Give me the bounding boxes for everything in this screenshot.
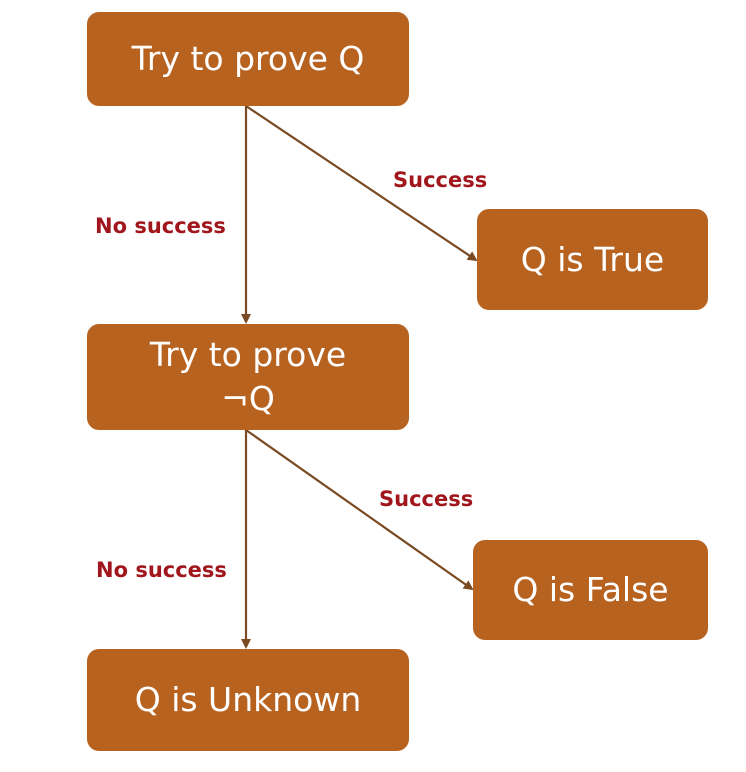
node-q-is-unknown: Q is Unknown — [87, 649, 409, 751]
node-label: Try to prove Q — [131, 39, 365, 78]
node-label-line-2: ¬Q — [221, 379, 275, 418]
arrow-prove-not-q-to-q-false — [245, 429, 474, 591]
node-q-is-false: Q is False — [473, 540, 708, 640]
node-label: Q is False — [512, 570, 669, 609]
edge-label-success: Success — [393, 168, 488, 192]
node-try-to-prove-not-q: Try to prove ¬Q — [87, 324, 409, 430]
node-label-line-1: Try to prove — [149, 335, 347, 374]
edge-label-no-success: No success — [96, 558, 227, 582]
edge-label-success: Success — [379, 487, 474, 511]
node-label: Q is True — [520, 239, 665, 279]
node-q-is-true: Q is True — [477, 209, 708, 310]
node-try-to-prove-q: Try to prove Q — [87, 12, 409, 106]
arrow-prove-q-to-q-true — [245, 105, 478, 262]
edge-label-no-success: No success — [95, 214, 226, 238]
node-label: Q is Unknown — [134, 680, 362, 719]
